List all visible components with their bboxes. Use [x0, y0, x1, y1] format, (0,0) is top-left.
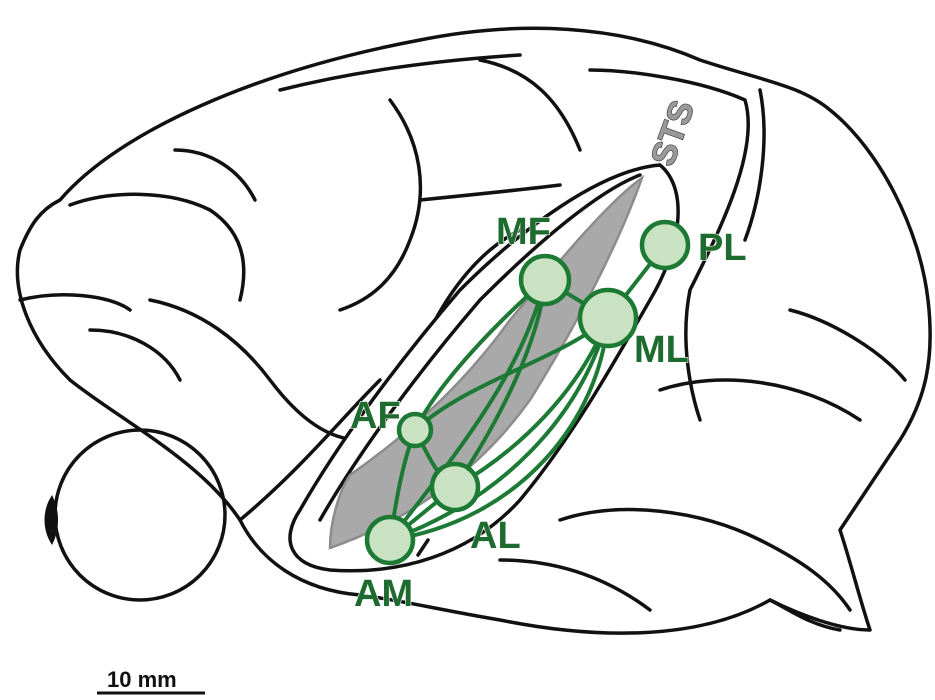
- sulcus-line: [500, 560, 650, 610]
- patch-mf-node: [521, 256, 569, 304]
- patch-label-am: AM: [354, 573, 413, 615]
- patch-label-pl: PL: [698, 227, 747, 269]
- eye-outline: [55, 430, 225, 600]
- sulcus-line: [340, 100, 420, 310]
- sulcus-line: [20, 295, 130, 310]
- patch-al-node: [432, 464, 478, 510]
- sts-label: STS: [644, 96, 702, 171]
- patch-label-ml: ML: [634, 329, 689, 371]
- scale-bar-label: 10 mm: [107, 667, 177, 692]
- patch-pl-node: [642, 222, 688, 268]
- patch-am-node: [367, 517, 413, 563]
- sulcus-line: [420, 185, 560, 200]
- sulcus-line: [790, 310, 905, 380]
- patch-label-al: AL: [470, 515, 521, 557]
- patch-label-af: AF: [350, 395, 401, 437]
- sulcus-line: [150, 300, 360, 440]
- scale-bar: 10 mm: [97, 667, 205, 693]
- patch-ml-node: [580, 290, 636, 346]
- sulcus-line: [480, 60, 580, 150]
- sulcus-line: [90, 330, 180, 380]
- sulcus-line: [70, 194, 244, 300]
- sulcus-line: [175, 150, 255, 200]
- sulcus-line: [560, 510, 850, 610]
- patch-label-mf: MF: [496, 211, 551, 253]
- patch-af-node: [399, 414, 431, 446]
